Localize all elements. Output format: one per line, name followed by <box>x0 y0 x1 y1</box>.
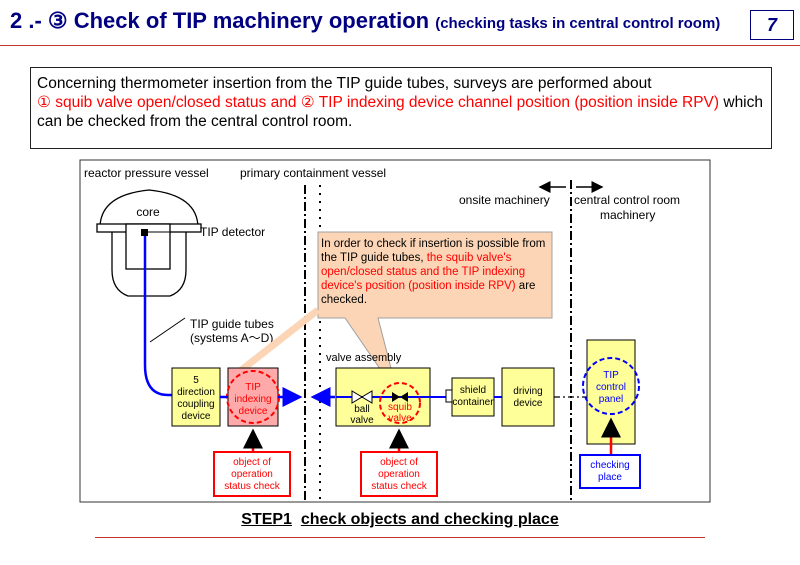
valve-assembly-label: valve assembly <box>326 352 402 364</box>
page-title-main: 2 .- ③ Check of TIP machinery operation <box>10 8 430 33</box>
tip-detector-label: TIP detector <box>200 225 265 239</box>
guide-tube-leader <box>149 317 186 343</box>
callout-note: In order to check if insertion is possib… <box>321 237 553 307</box>
squib-valve-icon <box>392 392 400 402</box>
intro-red-text: ① squib valve open/closed status and ② T… <box>37 94 720 111</box>
guide-tubes-label-1: TIP guide tubes <box>190 317 274 331</box>
step-label: STEP1 <box>241 511 292 528</box>
pcv-label: primary containment vessel <box>240 166 386 180</box>
callout-text: In order to check if insertion is possib… <box>321 238 546 264</box>
callout-red-text: the squib valve's open/closed status and… <box>321 252 526 292</box>
intro-text-end: which can be checked from the central co… <box>37 94 763 130</box>
page-title: 2 .- ③ Check of TIP machinery operation … <box>10 8 720 34</box>
core-label: core <box>136 205 160 219</box>
page-number: 7 <box>750 10 794 40</box>
step-text: check objects and checking place <box>300 511 559 528</box>
footer-divider <box>95 537 705 538</box>
header-divider <box>0 45 800 46</box>
ccr-label-1: central control room <box>574 193 680 207</box>
callout-pointer-indexing <box>232 307 321 378</box>
ball-valve-icon <box>351 390 363 404</box>
reactor-vessel: core TIP detector <box>96 189 265 297</box>
driving-device <box>501 367 555 427</box>
callout-text-end: are checked. <box>321 280 536 306</box>
ccr-label-2: machinery <box>600 208 655 222</box>
callout-orange <box>317 231 553 396</box>
guide-tube-line <box>143 236 172 397</box>
intro-text: Concerning thermometer insertion from th… <box>37 75 652 92</box>
page-title-sub: (checking tasks in central control room) <box>435 15 721 32</box>
object-check-box-1 <box>213 451 291 497</box>
coupling-device <box>171 367 221 427</box>
step-caption: STEP1 check objects and checking place <box>0 511 800 529</box>
intro-box: Concerning thermometer insertion from th… <box>30 67 772 149</box>
guide-tubes-label-2: (systems A～D) <box>190 331 273 345</box>
shield-container <box>451 377 495 417</box>
checking-place-box <box>579 454 641 489</box>
rpv-label: reactor pressure vessel <box>84 166 209 180</box>
onsite-machinery-label: onsite machinery <box>459 193 550 207</box>
object-check-box-2 <box>360 451 438 497</box>
